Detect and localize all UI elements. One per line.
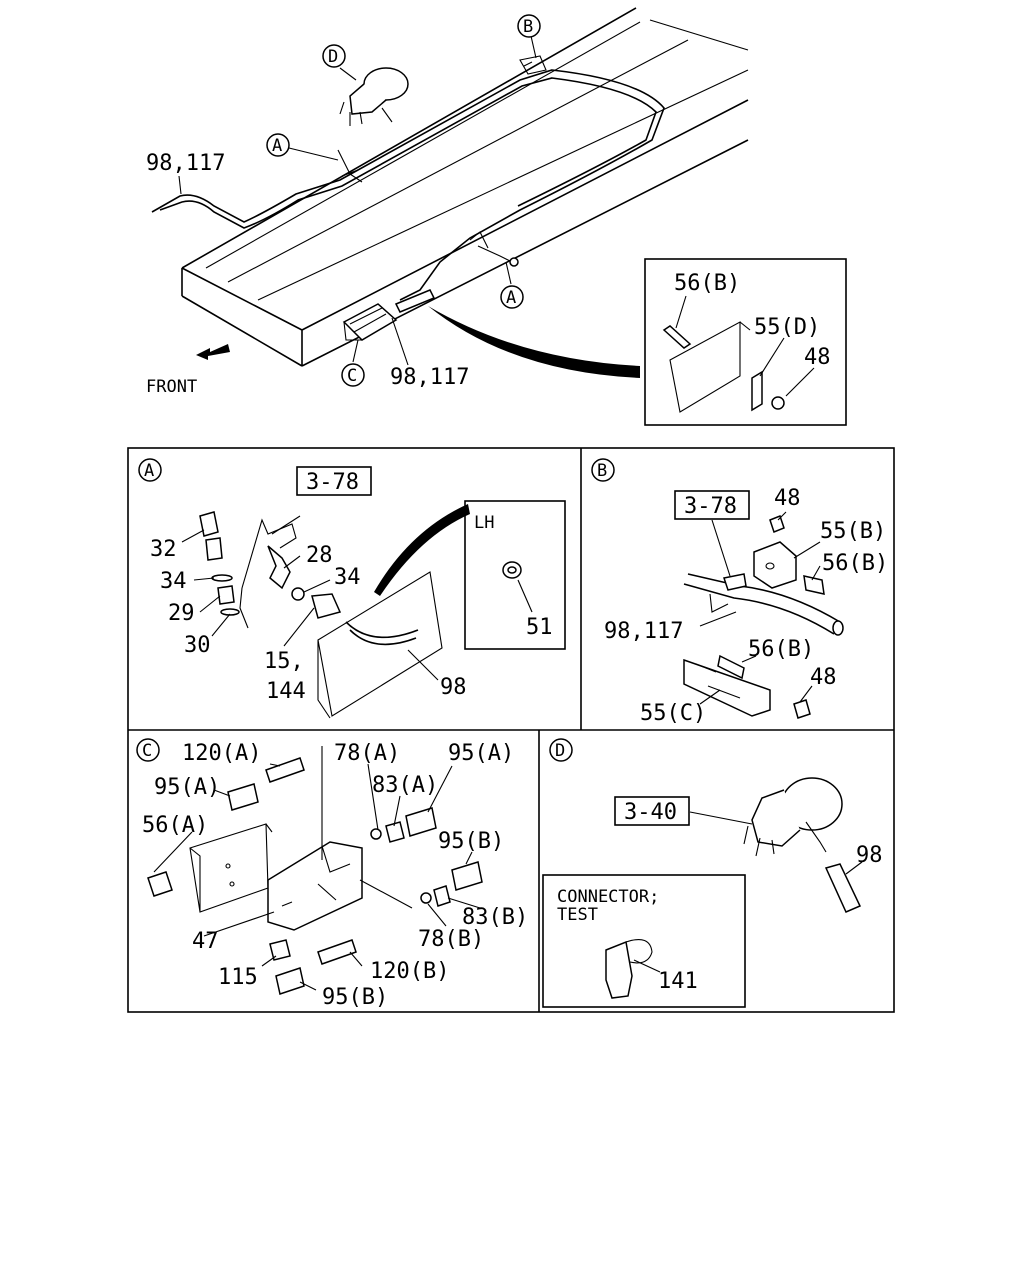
overview-inset: 56(B) 55(D) 48 <box>644 258 847 426</box>
inset-label-56b: 56(B) <box>674 271 740 296</box>
panel-b-ref-box <box>674 490 750 520</box>
panel-d-label-141: 141 <box>658 969 698 994</box>
panel-a-label-98: 98 <box>440 675 467 700</box>
panel-c-label-78a: 78(A) <box>334 741 400 766</box>
connector-c-illustration <box>342 289 436 341</box>
panel-d: D 3-40 98 CONNECTOR; TEST 141 <box>542 738 883 1008</box>
panel-c: C 120(A) 78(A) 95(A) 95(A) 83(A) 56(A) 9… <box>136 738 528 1010</box>
panel-b-label-56b-bottom: 56(B) <box>748 637 814 662</box>
panel-c-label-83b: 83(B) <box>462 905 528 930</box>
svg-text:C: C <box>347 366 357 386</box>
panel-b-label-48-top: 48 <box>774 486 801 511</box>
panel-a-label-28: 28 <box>306 543 333 568</box>
panel-b-label-55b: 55(B) <box>820 519 886 544</box>
panel-c-label-95a: 95(A) <box>154 775 220 800</box>
panel-d-connector-box <box>542 874 746 1008</box>
panel-a-label-15: 15, <box>264 649 304 674</box>
panel-c-label-95b-bottom: 95(B) <box>322 985 388 1010</box>
panel-d-ref-box <box>614 796 690 826</box>
panel-a-label-30: 30 <box>184 633 211 658</box>
panel-c-label-95a-top: 95(A) <box>448 741 514 766</box>
overview-drawing <box>151 7 749 378</box>
panel-d-label-98: 98 <box>856 843 883 868</box>
panel-c-label-95b-right: 95(B) <box>438 829 504 854</box>
panel-b-letter: B <box>597 461 607 481</box>
callout-b: B <box>517 14 541 38</box>
part-ref-98-117-bottom: 98,117 <box>390 365 469 390</box>
panel-d-ref-text: 3-40 <box>624 800 677 825</box>
front-label: FRONT <box>146 377 197 397</box>
panel-c-label-115: 115 <box>218 965 258 990</box>
panel-c-label-120b: 120(B) <box>370 959 449 984</box>
panel-c-label-83a: 83(A) <box>372 773 438 798</box>
panel-a-ref-text: 3-78 <box>306 470 359 495</box>
panel-a-ref-box <box>296 466 372 496</box>
callout-a-upper: A <box>266 133 290 157</box>
panel-a-label-29: 29 <box>168 601 195 626</box>
panel-b-label-98-117: 98,117 <box>604 619 683 644</box>
panel-a-lh-title: LH <box>474 513 494 533</box>
svg-text:B: B <box>523 17 533 37</box>
panel-c-letter: C <box>142 741 152 761</box>
panel-a-letter: A <box>144 461 154 481</box>
inset-label-48: 48 <box>804 345 831 370</box>
svg-text:D: D <box>328 47 338 67</box>
callout-c: C <box>341 363 365 387</box>
svg-text:A: A <box>506 288 516 308</box>
panel-b: B 3-78 48 55(B) 56(B) 98,117 56(B) 48 55… <box>591 458 888 726</box>
panel-d-connector-title-2: TEST <box>557 905 598 925</box>
panel-a-label-32: 32 <box>150 537 177 562</box>
detail-grid <box>127 447 895 1013</box>
panel-a-label-34-left: 34 <box>160 569 187 594</box>
panel-a: A 3-78 32 34 29 30 28 34 15, 144 98 LH <box>138 458 566 719</box>
panel-a-label-144: 144 <box>266 679 306 704</box>
panel-c-label-120a: 120(A) <box>182 741 261 766</box>
panel-b-label-48-bottom: 48 <box>810 665 837 690</box>
panel-d-connector-title-1: CONNECTOR; <box>557 887 659 907</box>
svg-text:A: A <box>272 136 282 156</box>
front-arrow: FRONT <box>146 344 230 397</box>
panel-b-label-56b-top: 56(B) <box>822 551 888 576</box>
fuel-pump-d-illustration <box>339 67 409 126</box>
panel-a-label-34-right: 34 <box>334 565 361 590</box>
callout-d: D <box>322 44 346 68</box>
callout-a-lower: A <box>500 285 524 309</box>
panel-c-label-56a: 56(A) <box>142 813 208 838</box>
inset-label-55d: 55(D) <box>754 315 820 340</box>
part-ref-98-117-top: 98,117 <box>146 151 225 176</box>
panel-a-label-51: 51 <box>526 615 553 640</box>
panel-a-lh-box <box>464 500 566 650</box>
panel-b-label-55c: 55(C) <box>640 701 706 726</box>
panel-d-letter: D <box>555 741 565 761</box>
panel-b-ref-text: 3-78 <box>684 494 737 519</box>
panel-c-label-47: 47 <box>192 929 219 954</box>
panel-c-label-78b: 78(B) <box>418 927 484 952</box>
